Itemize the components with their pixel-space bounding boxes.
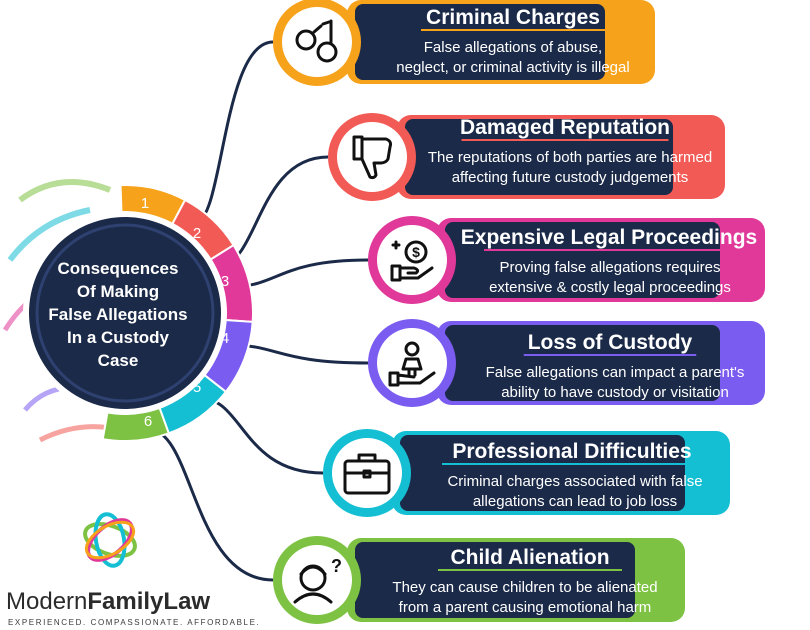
ring-number-2: 2 <box>193 225 201 242</box>
icon-disc <box>282 7 352 77</box>
connector-line-3 <box>229 258 369 289</box>
card-desc-line-2: affecting future custody judgements <box>452 169 689 186</box>
card-body <box>405 119 673 195</box>
card-desc-line-1: Criminal charges associated with false <box>447 473 702 490</box>
connector-line-6 <box>149 428 274 582</box>
card-desc-line-2: allegations can lead to job loss <box>473 493 677 510</box>
brand-name-regular: Modern <box>6 588 88 615</box>
card-desc-line-2: neglect, or criminal activity is illegal <box>396 59 629 76</box>
card-body <box>445 222 720 298</box>
brand-tagline: EXPERIENCED. COMPASSIONATE. AFFORDABLE. <box>8 618 261 627</box>
center-line-3: False Allegations <box>48 305 187 324</box>
brand-name: ModernFamilyLaw <box>6 588 210 616</box>
card-desc-line-2: from a parent causing emotional harm <box>399 599 652 616</box>
icon-disc <box>337 122 407 192</box>
center-line-1: Consequences <box>58 259 179 278</box>
card-desc-line-1: False allegations can impact a parent's <box>486 364 745 381</box>
card-title: Professional Difficulties <box>452 440 691 463</box>
center-line-2: Of Making <box>77 282 159 301</box>
card-body <box>445 325 720 401</box>
connector-line-4 <box>229 343 369 365</box>
card-title: Child Alienation <box>450 546 609 569</box>
card-desc-line-1: The reputations of both parties are harm… <box>428 149 712 166</box>
svg-text:$: $ <box>412 244 420 260</box>
card-title: Loss of Custody <box>528 331 693 354</box>
card-body <box>355 4 605 80</box>
brand-name-bold: FamilyLaw <box>87 588 211 615</box>
thumbs-down-icon <box>352 135 392 180</box>
ring-number-5: 5 <box>193 379 201 396</box>
card-desc-line-1: They can cause children to be alienated <box>392 579 657 596</box>
card-desc-line-1: Proving false allegations requires <box>500 259 721 276</box>
center-circle: Consequences Of Making False Allegations… <box>23 211 227 415</box>
card-title: Criminal Charges <box>426 6 600 29</box>
connector-line-5 <box>199 396 324 475</box>
card-body <box>355 542 635 618</box>
child-in-hand-icon <box>388 341 436 387</box>
card-body <box>400 435 685 511</box>
briefcase-icon <box>343 453 391 495</box>
ring-number-4: 4 <box>221 330 229 347</box>
card-desc-line-2: ability to have custody or visitation <box>501 384 729 401</box>
card-title: Damaged Reputation <box>460 116 670 139</box>
ring-number-1: 1 <box>141 195 149 212</box>
connector-line-1 <box>195 40 274 224</box>
money-hand-icon: $ <box>390 240 434 282</box>
card-desc-line-1: False allegations of abuse, <box>424 39 602 56</box>
logo-mark <box>83 512 137 568</box>
icon-disc <box>377 328 447 398</box>
center-line-5: Case <box>98 351 139 370</box>
center-line-4: In a Custody <box>67 328 170 347</box>
handcuffs-icon <box>295 19 338 63</box>
card-desc-line-2: extensive & costly legal proceedings <box>489 279 731 296</box>
ring-number-3: 3 <box>221 273 229 290</box>
card-title: Expensive Legal Proceedings <box>461 226 757 249</box>
svg-text:?: ? <box>331 556 342 576</box>
ring-number-6: 6 <box>144 413 152 430</box>
confused-child-icon: ? <box>293 556 342 604</box>
